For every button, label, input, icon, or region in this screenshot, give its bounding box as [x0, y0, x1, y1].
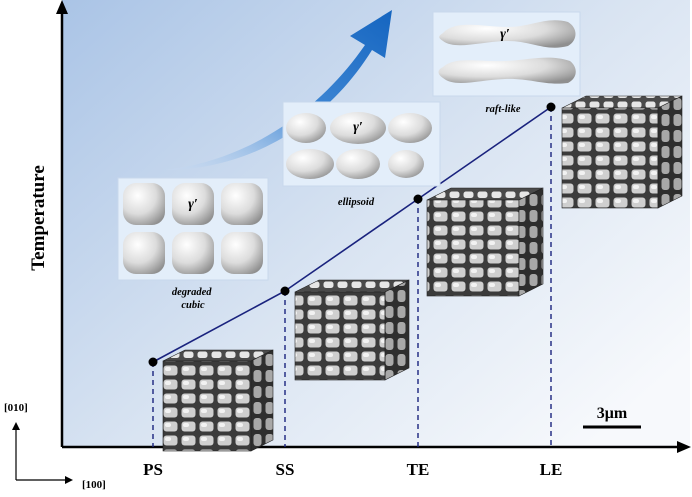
x-tick-label-ps: PS — [143, 460, 163, 479]
y-axis-arrowhead — [56, 0, 68, 14]
ellipsoid-precipitates — [286, 112, 432, 179]
cube-le — [561, 95, 683, 209]
microstructure-cubes — [162, 95, 683, 452]
morphology-caption-ellipsoid: ellipsoid — [338, 197, 375, 208]
morphology-panel-degraded-cubic: γ′ degraded cubic — [117, 177, 269, 311]
growth-arrow — [165, 10, 392, 170]
series-point-le — [546, 102, 556, 112]
direction-label-010: [010] — [4, 402, 28, 414]
crystal-direction-indicator: [010] [100] — [4, 402, 106, 491]
series-point-ps — [148, 357, 158, 367]
x-tick-label-ss: SS — [276, 460, 295, 479]
direction-label-100: [100] — [82, 479, 106, 491]
series-point-ss — [280, 286, 290, 296]
cube-ss — [294, 279, 410, 381]
cubic-precipitates — [123, 183, 263, 274]
morphology-caption-raft-like: raft-like — [486, 104, 521, 115]
cube-te — [426, 187, 544, 297]
raft-precipitate-upper — [439, 20, 576, 48]
gamma-prime-symbol-3: γ′ — [500, 27, 510, 42]
cube-ps — [162, 349, 274, 452]
raft-precipitate-lower — [438, 57, 576, 84]
y-axis-label: Temperature — [28, 165, 49, 271]
series-point-te — [413, 194, 423, 204]
x-tick-label-le: LE — [540, 460, 563, 479]
scale-bar: 3μm — [583, 405, 641, 429]
morphology-caption-degraded-cubic: degraded cubic — [172, 287, 214, 311]
category-guides — [152, 107, 552, 447]
gamma-prime-symbol-2: γ′ — [353, 120, 363, 135]
series-points — [148, 102, 556, 367]
x-tick-labels: PS SS TE LE — [143, 460, 562, 479]
morphology-panel-raft-like: γ′ raft-like — [432, 11, 581, 115]
x-axis-arrowhead — [677, 441, 691, 453]
gamma-prime-symbol-1: γ′ — [188, 197, 198, 212]
scale-bar-label: 3μm — [597, 405, 628, 422]
temperature-series-line — [152, 106, 552, 363]
morphology-panel-ellipsoid: γ′ ellipsoid — [282, 101, 441, 208]
x-tick-label-te: TE — [407, 460, 430, 479]
